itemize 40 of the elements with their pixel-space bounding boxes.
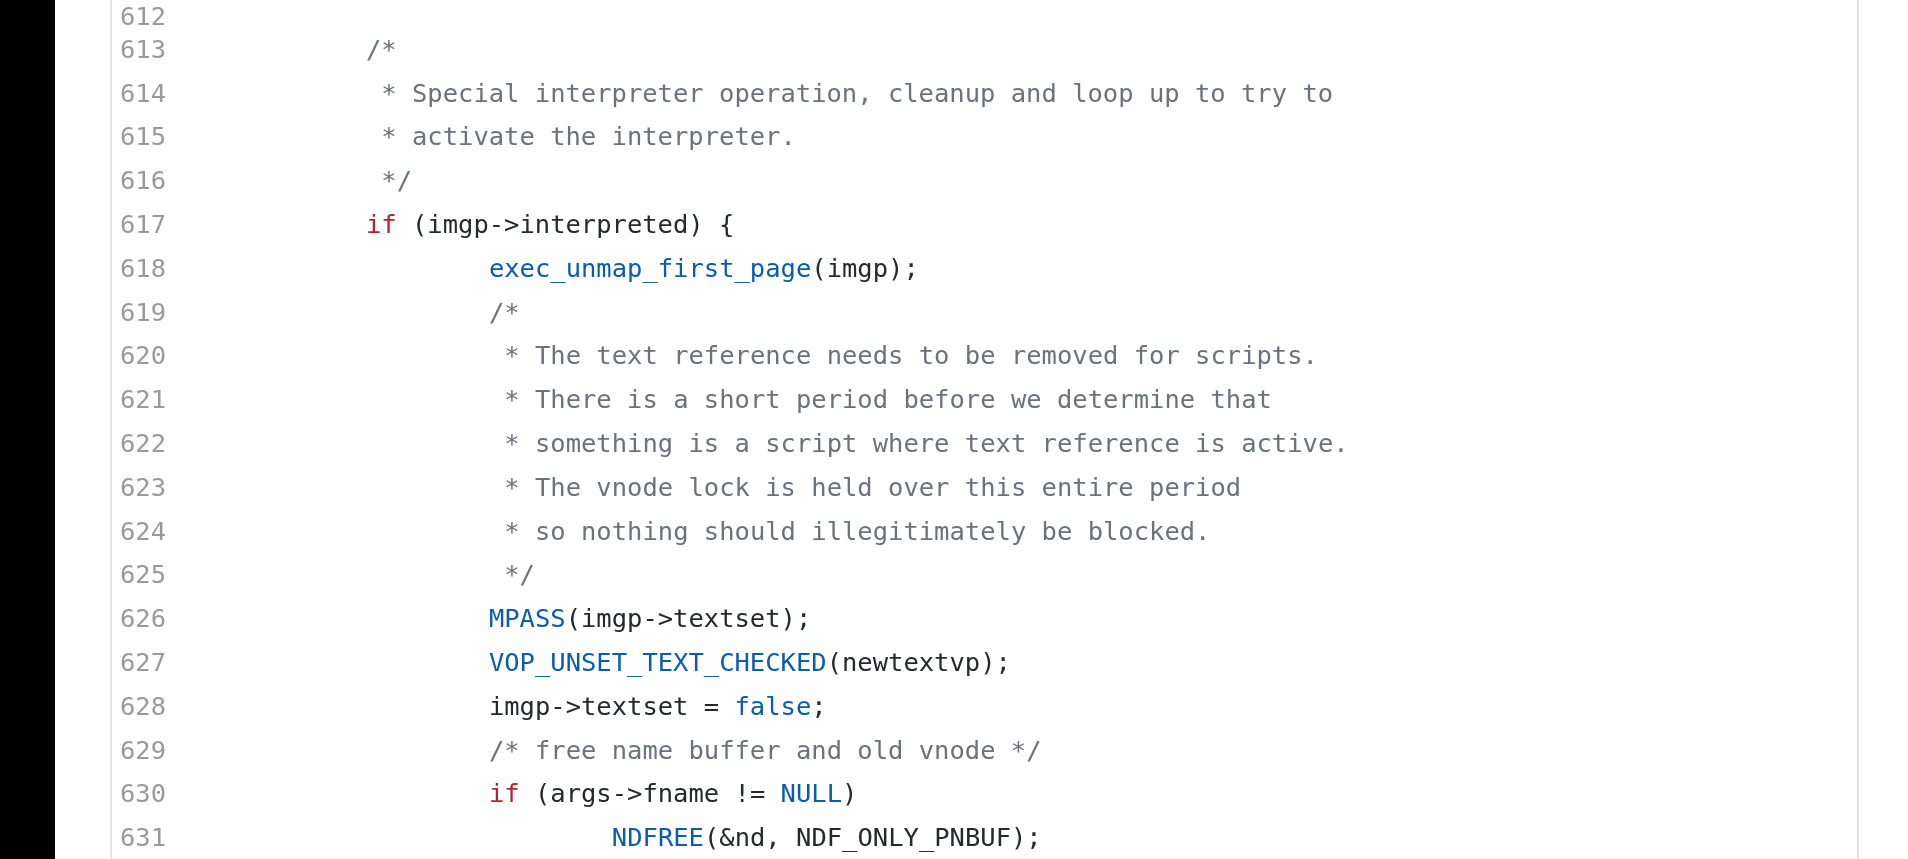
line-number: 615 — [120, 120, 167, 153]
line-number: 616 — [120, 164, 167, 197]
code-comment: * activate the interpreter. — [381, 120, 796, 153]
code-comment: * Special interpreter operation, cleanup and loop up to try to — [381, 76, 1334, 109]
code-line: imgp->textset = false; — [488, 689, 827, 722]
line-number: 628 — [120, 689, 167, 722]
line-number: 624 — [120, 514, 167, 547]
line-number: 622 — [120, 427, 167, 459]
code-comment: */ — [381, 164, 412, 197]
line-number: 629 — [120, 733, 167, 766]
line-number: 612 — [120, 0, 167, 32]
code-comment: * The vnode lock is held over this entire period — [504, 470, 1242, 503]
line-number: 627 — [120, 646, 167, 678]
line-number: 625 — [120, 558, 167, 591]
code-line: MPASS(imgp->textset); — [488, 602, 812, 635]
line-number: 620 — [120, 339, 167, 372]
code-line: VOP_UNSET_TEXT_CHECKED(newtextvp); — [488, 646, 1011, 678]
code-line: if (imgp->interpreted) { — [365, 208, 735, 240]
code-line: exec_unmap_first_page(imgp); — [488, 251, 919, 284]
edge-bar — [0, 0, 55, 859]
line-number: 631 — [120, 821, 167, 854]
line-number: 621 — [120, 383, 167, 416]
line-number: 630 — [120, 777, 167, 810]
code-comment: * The text reference needs to be removed for scripts. — [504, 339, 1318, 372]
line-number: 614 — [120, 76, 167, 109]
line-number: 619 — [120, 295, 167, 328]
code-comment: * so nothing should illegitimately be blocked. — [504, 514, 1211, 547]
line-number: 613 — [120, 32, 167, 65]
code-line: NDFREE(&nd, NDF_ONLY_PNBUF); — [611, 821, 1042, 854]
code-comment: * something is a script where text reference is active. — [504, 427, 1349, 459]
code-comment: /* free name buffer and old vnode */ — [488, 733, 1042, 766]
code-comment: * There is a short period before we determine that — [504, 383, 1272, 416]
line-number: 618 — [120, 251, 167, 284]
line-number: 626 — [120, 602, 167, 635]
code-comment: /* — [488, 295, 520, 328]
code-line: if (args->fname != NULL) — [488, 777, 858, 810]
code-comment: */ — [504, 558, 535, 591]
line-number: 623 — [120, 470, 167, 503]
code-comment: /* — [365, 32, 397, 65]
line-number: 617 — [120, 208, 167, 240]
